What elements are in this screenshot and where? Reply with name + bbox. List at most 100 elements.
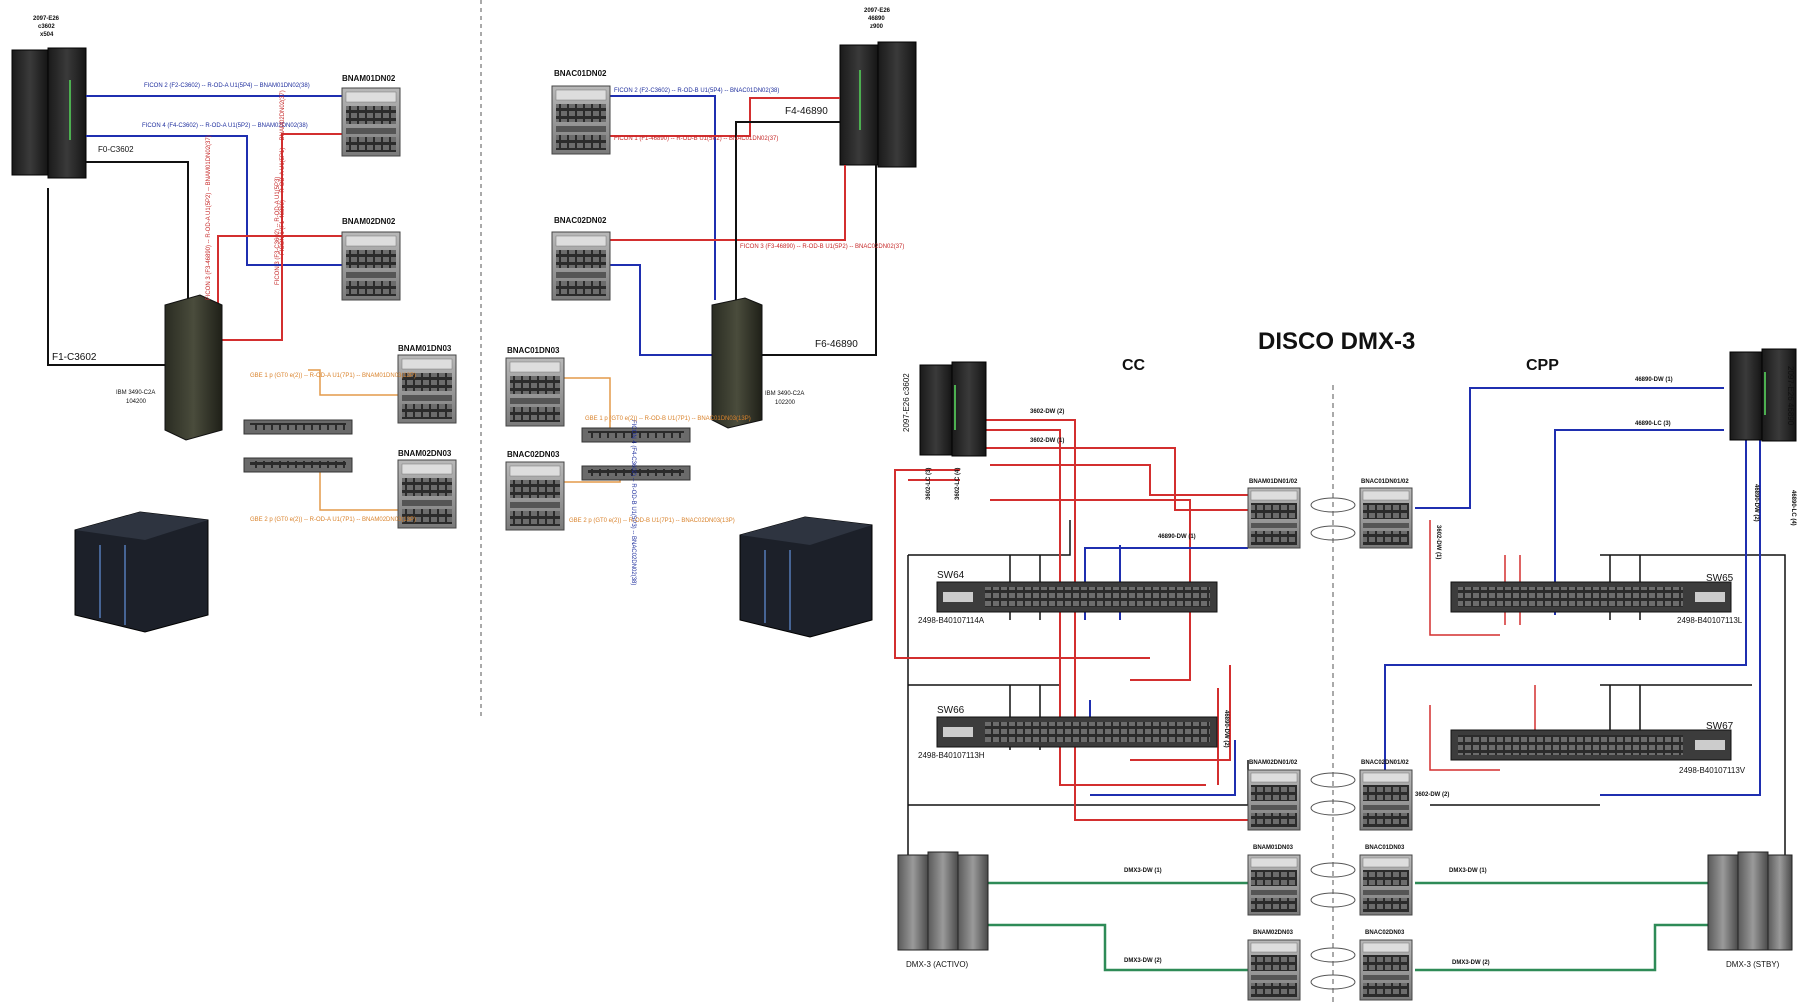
mainframe-a-line3: x504 [40,32,53,38]
dmx-stby-icon [1708,852,1792,950]
rack-bnac01dn03-r-icon [1360,855,1412,915]
dw2-46890-mid-label: 46890-DW (2) [1223,710,1229,748]
dw2-3602-r-label: 3602-DW (2) [1415,792,1449,798]
mainframe-b-line2: 46890 [868,16,885,22]
lc4-46890-v-label: 46890-LC (4) [1790,490,1796,526]
sw64-label: SW64 [937,571,964,581]
dw1-3602-v-label: 3602-DW (1) [1435,525,1441,559]
mainframe-a-line1: 2097-E26 [33,16,59,22]
dw1-46890-mid-label: 46890-DW (1) [1158,534,1196,540]
dw1-3602-label: 3602-DW (1) [1030,438,1064,444]
dw1-46890-label: 46890-DW (1) [1635,377,1673,383]
ibm-b-line2: 102200 [775,400,795,406]
vert-b1-label: FICON 4 (F4-C3602) -- R-OD-B U1(5P3) -- … [630,420,636,585]
bnac01dn03-label: BNAC01DN03 [507,347,559,355]
sw65-label: SW65 [1706,574,1733,584]
fabric-switch-sw65-icon [1451,582,1731,612]
bnac02dn02-label: BNAC02DN02 [554,217,606,225]
rack-bnam01dn03-icon [398,355,456,423]
dmx-activo-icon [898,852,988,950]
vert-a1-label: FICON 3 (F3-46890) -- R-OD-A U1(5P2) -- … [206,135,212,300]
gbe2-b-label: GBE 2 p (GT0 e(2)) -- R-OD-B U1(7P1) -- … [569,518,735,524]
sw65-serial: 2498-B40107113L [1677,617,1742,625]
fabric-switch-sw67-icon [1451,730,1731,760]
sw67-label: SW67 [1706,722,1733,732]
bnac0102-label: BNAC01DN01/02 [1361,479,1409,485]
black-links [908,520,1785,860]
ibm-a-line2: 104200 [126,399,146,405]
rack-bnac02dn02-icon [552,232,610,300]
rack-bnam01dn03-r-icon [1248,855,1300,915]
bnam0102-label: BNAM01DN01/02 [1249,479,1297,485]
mainframe-a-line2: c3602 [38,24,55,30]
gbe1-b-label: GBE 1 p (GT0 e(2)) -- R-OD-B U1(7P1) -- … [585,416,751,422]
mf-left-label: 2097-E26 c3602 [903,373,911,432]
rack-bnam01dn02-icon [342,88,400,156]
ficon1-b-label: FICON 1 (F1-46890) -- R-OD-B U1(5P2) -- … [614,136,778,142]
bnam01dn03-r-label: BNAM01DN03 [1253,845,1293,851]
storage-array-a-icon [75,512,208,632]
mainframe-b-line3: z900 [870,24,883,30]
connections-panel-a [48,96,398,510]
rack-bnac0202-icon [1360,770,1412,830]
rack-bnac02dn03-icon [506,462,564,530]
dmx-dw1-right-label: DMX3-DW (1) [1449,868,1487,874]
ibm-b-line1: IBM 3490-C2A [765,391,804,397]
ibm-a-line1: IBM 3490-C2A [116,390,155,396]
tape-library-b-icon [712,298,762,428]
conn-f4-label: F4-46890 [785,107,828,117]
diagram-title: DISCO DMX-3 [1258,330,1415,354]
vert-a3-label: FICON 3 (F3-C3602) -- R-OD-A U1(5P3) [275,177,281,285]
dw2-3602-label: 3602-DW (2) [1030,409,1064,415]
bnac01dn02-label: BNAC01DN02 [554,70,606,78]
ficon2-b-label: FICON 2 (F2-C3602) -- R-OD-B U1(5P4) -- … [614,88,779,94]
mf-right-label: 2097-E26 46890 [1786,366,1794,425]
fabric-switch-sw66-icon [937,717,1217,747]
dw2-46890-v-label: 46890-DW (2) [1753,484,1759,522]
dmx-dw2-left-label: DMX3-DW (2) [1124,958,1162,964]
dmx-stby-label: DMX-3 (STBY) [1726,961,1779,969]
tape-library-a-icon [165,295,222,440]
rack-bnam0102-icon [1248,488,1300,548]
bnam02dn03-r-label: BNAM02DN03 [1253,930,1293,936]
dmx-dw2-right-label: DMX3-DW (2) [1452,960,1490,966]
bnac02dn03-label: BNAC02DN03 [507,451,559,459]
dmx-dw1-left-label: DMX3-DW (1) [1124,868,1162,874]
sw66-serial: 2498-B40107113H [918,752,985,760]
green-links [985,883,1708,970]
rack-bnam02dn03-r-icon [1248,940,1300,1000]
mainframe-b-line1: 2097-E26 [864,8,890,14]
cc-label: CC [1122,358,1145,374]
rack-bnam0202-icon [1248,770,1300,830]
link-ellipses [1311,498,1355,989]
mainframe-c3602-icon [12,48,86,178]
rack-bnac01dn02-icon [552,86,610,154]
mainframe-cc-icon [920,362,986,456]
rack-bnac0102-icon [1360,488,1412,548]
conn-f6-label: F6-46890 [815,340,858,350]
mainframe-46890-icon [840,42,916,167]
ethernet-switch-a2-icon [244,458,352,472]
rack-bnac02dn03-r-icon [1360,940,1412,1000]
gbe2-a-label: GBE 2 p (GT0 e(2)) -- R-OD-A U1(7P1) -- … [250,517,416,523]
bnam01dn02-label: BNAM01DN02 [342,75,395,83]
rack-bnac01dn03-icon [506,358,564,426]
bnam02dn03-label: BNAM02DN03 [398,450,451,458]
bnac02dn03-r-label: BNAC02DN03 [1365,930,1404,936]
lc3-46890-label: 46890-LC (3) [1635,421,1671,427]
storage-array-b-icon [740,517,872,637]
sw64-serial: 2498-B40107114A [918,617,984,625]
rack-bnam02dn02-icon [342,232,400,300]
bnam01dn03-label: BNAM01DN03 [398,345,451,353]
ethernet-switch-a1-icon [244,420,352,434]
conn-f0-label: F0-C3602 [98,146,134,154]
bnam02dn02-label: BNAM02DN02 [342,218,395,226]
dmx-activo-label: DMX-3 (ACTIVO) [906,961,968,969]
gbe1-a-label: GBE 1 p (GT0 e(2)) -- R-OD-A U1(7P1) -- … [250,373,416,379]
fabric-switch-sw64-icon [937,582,1217,612]
ficon2-a-label: FICON 2 (F2-C3602) -- R-OD-A U1(5P4) -- … [144,83,310,89]
conn-f1-label: F1-C3602 [52,353,96,363]
bnam0202-label: BNAM02DN01/02 [1249,760,1297,766]
cpp-label: CPP [1526,358,1559,374]
